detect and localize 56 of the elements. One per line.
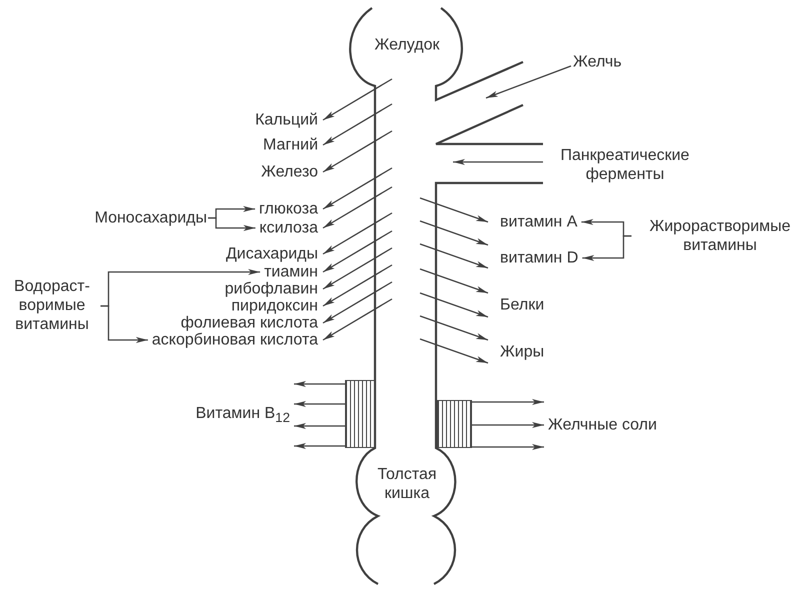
text-label: Белки (500, 295, 544, 315)
text-label: витамин A (500, 212, 578, 232)
text-label: Железо (261, 162, 318, 182)
arrow (420, 338, 488, 364)
arrow (420, 315, 488, 341)
arrow (322, 186, 392, 229)
text-label: фолиевая кислота (180, 313, 318, 333)
arrow (472, 399, 544, 405)
text-label: Желчные соли (548, 415, 657, 435)
text-label: Желчь (573, 52, 622, 72)
arrow (420, 197, 488, 223)
arrow (322, 103, 392, 146)
arrow (420, 243, 488, 269)
text-label: Магний (263, 135, 318, 155)
arrow (486, 65, 572, 99)
bracket-arrow (208, 217, 256, 231)
arrow (472, 422, 544, 428)
bracket-arrow (582, 235, 632, 261)
bracket-arrow (100, 305, 148, 343)
arrow (294, 443, 345, 449)
text-label: Водораст- воримые витамины (4, 277, 100, 335)
arrow (322, 230, 392, 273)
arrow (322, 281, 392, 324)
text-label: тиамин (264, 262, 318, 282)
arrow (420, 292, 488, 318)
arrow (294, 401, 345, 407)
arrow (322, 264, 392, 307)
hatched-block (437, 400, 472, 448)
hatched-block (345, 380, 375, 448)
text-label: Панкреатические ферменты (545, 146, 705, 184)
text-label: ксилоза (259, 218, 318, 238)
text-label: Витамин B$_{12}$ (196, 404, 290, 426)
text-label: рибофлавин (224, 279, 318, 299)
organ-label: Толстая кишка (376, 464, 438, 504)
arrow (420, 220, 488, 246)
organ-label: Желудок (374, 35, 440, 55)
text-label: пиридоксин (231, 296, 318, 316)
arrow (294, 381, 345, 387)
arrow (322, 298, 392, 341)
text-label: витамин D (500, 248, 578, 268)
arrow (294, 423, 345, 429)
text-label: Жиры (500, 342, 544, 362)
arrow (322, 212, 392, 255)
arrow (322, 78, 392, 121)
text-label: Кальций (255, 110, 318, 130)
text-label: Моносахариды (94, 208, 207, 228)
arrow (322, 167, 392, 210)
text-label: Жирорастворимые витамины (632, 216, 808, 256)
arrow (322, 247, 392, 290)
text-label: аскорбиновая кислота (152, 330, 318, 350)
arrow (420, 268, 488, 294)
arrow (453, 159, 543, 165)
text-label: Дисахариды (226, 244, 318, 264)
text-label: глюкоза (259, 199, 318, 219)
arrow (472, 444, 544, 450)
arrow (322, 130, 392, 173)
